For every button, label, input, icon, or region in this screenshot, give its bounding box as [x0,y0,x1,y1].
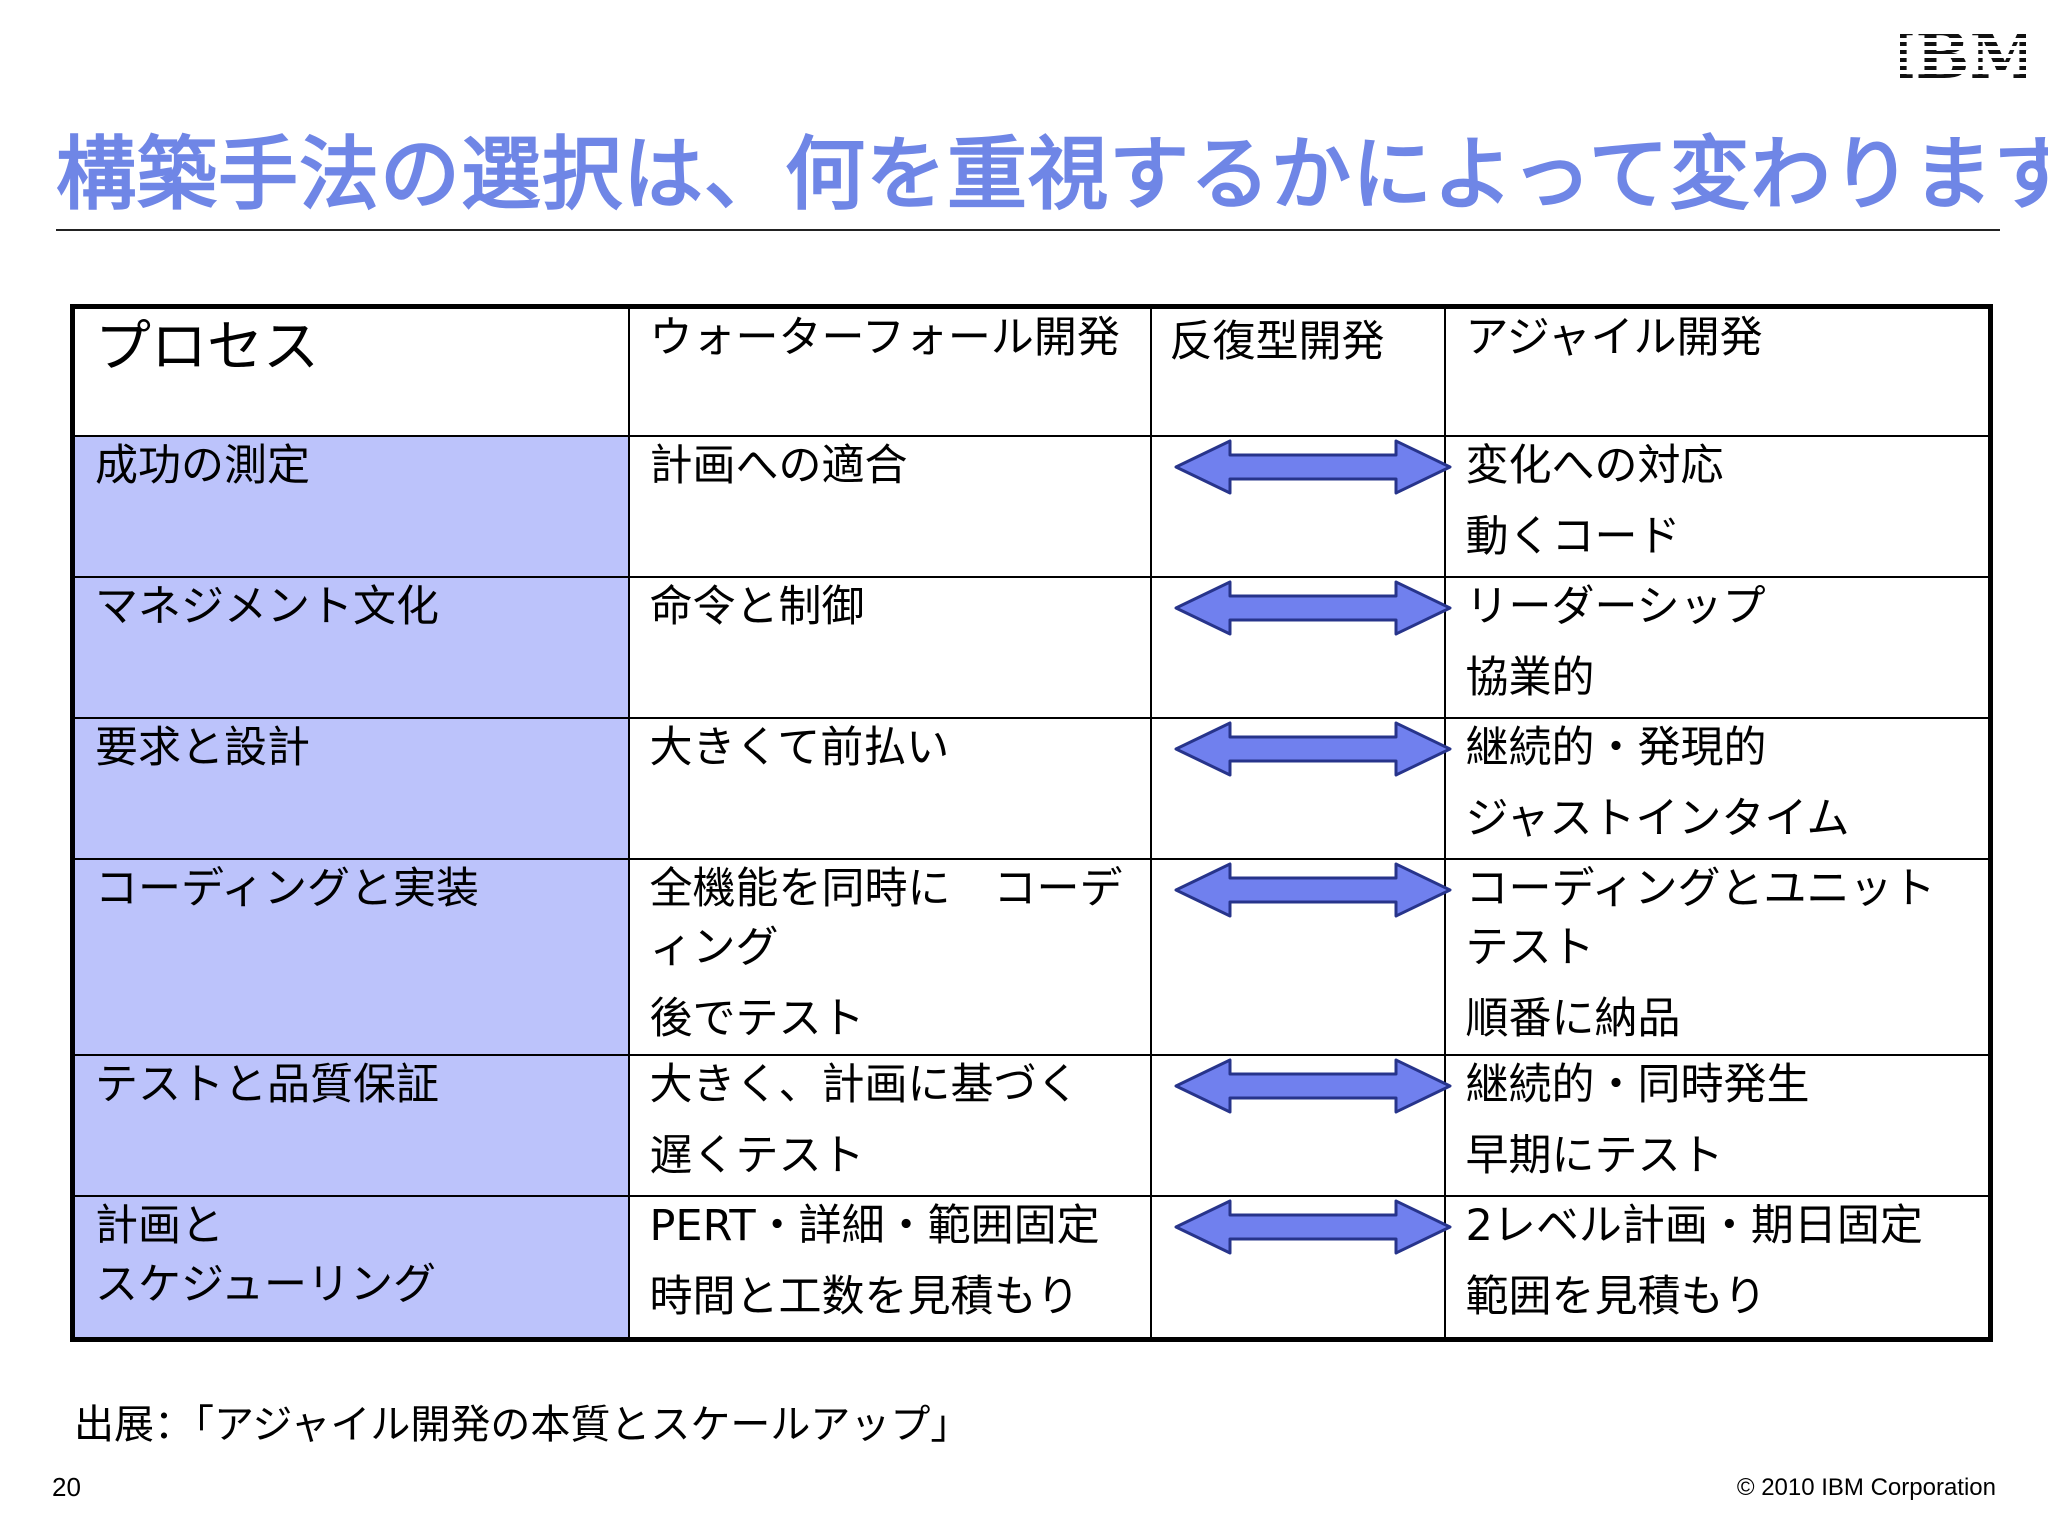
arrow-cell [1149,1194,1451,1341]
row-label-line: 成功の測定 [95,440,310,491]
agile-cell-line: コーディングとユニットテスト [1465,863,1936,973]
row-label-line: 計画と [95,1200,224,1251]
header-agile: アジャイル開発 [1443,305,1992,437]
agile-cell-line: 範囲を見積もり [1465,1271,1767,1322]
row-label-line: スケジューリング [95,1259,436,1310]
copyright: © 2010 IBM Corporation [1736,1474,1996,1501]
waterfall-cell-line: PERT・詳細・範囲固定 [649,1200,1100,1251]
table-row: コーディングと実装 全機能を同時に コーディング後でテスト コーディングとユニットテ… [71,857,1992,1056]
agile-cell-line: 順番に納品 [1465,994,1681,1045]
title-divider [56,229,2000,231]
waterfall-cell-line: 時間と工数を見積もり [649,1271,1080,1322]
ibm-logo: IBM [1900,26,2026,82]
table-row: 要求と設計 大きくて前払い 継続的・発現的ジャストインタイム [71,716,1992,860]
double-headed-arrow-icon [1172,1056,1451,1116]
waterfall-cell-line: 命令と制御 [649,581,865,632]
arrow-cell [1149,434,1451,578]
page-number: 20 [52,1472,81,1502]
table-row: 成功の測定 計画への適合 変化への対応動くコード [71,434,1992,578]
header-process: プロセス [71,305,630,437]
agile-cell: 継続的・発現的ジャストインタイム [1443,716,1992,860]
double-headed-arrow-icon [1172,860,1451,920]
row-label-line: マネジメント文化 [95,581,439,632]
row-label-line: コーディングと実装 [95,863,479,914]
waterfall-cell: 大きく、計画に基づく遅くテスト [627,1053,1152,1197]
header-iterative: 反復型開発 [1149,305,1446,437]
agile-cell-line: 継続的・同時発生 [1465,1059,1810,1110]
source-citation: 出展：「アジャイル開発の本質とスケールアップ」 [74,1402,971,1448]
agile-cell-line: 変化への対応 [1465,440,1724,491]
double-headed-arrow-icon [1172,719,1451,779]
arrow-cell [1149,857,1451,1056]
waterfall-cell: 計画への適合 [627,434,1152,578]
row-label: コーディングと実装 [71,857,630,1056]
row-label-line: テストと品質保証 [95,1059,439,1110]
row-label: 要求と設計 [71,716,630,860]
waterfall-cell-line: 後でテスト [649,994,865,1045]
agile-cell: 変化への対応動くコード [1443,434,1992,578]
header-waterfall: ウォーターフォール開発 [627,305,1152,437]
agile-cell: コーディングとユニットテスト順番に納品 [1443,857,1992,1056]
agile-cell-line: 動くコード [1465,511,1681,562]
agile-cell: リーダーシップ協業的 [1443,575,1992,719]
table-row: テストと品質保証 大きく、計画に基づく遅くテスト 継続的・同時発生早期にテスト [71,1053,1992,1197]
waterfall-cell-line: 計画への適合 [649,440,908,491]
agile-cell-line: リーダーシップ [1465,581,1766,632]
waterfall-cell: 全機能を同時に コーディング後でテスト [627,857,1152,1056]
waterfall-cell: PERT・詳細・範囲固定時間と工数を見積もり [627,1194,1152,1341]
row-label-line: 要求と設計 [95,722,310,773]
double-headed-arrow-icon [1172,1197,1451,1257]
page-title: 構築手法の選択は、何を重視するかによって変わります。 [56,128,2048,221]
waterfall-cell: 命令と制御 [627,575,1152,719]
waterfall-cell-line: 大きく、計画に基づく [649,1059,1080,1110]
row-label: テストと品質保証 [71,1053,630,1197]
agile-cell-line: 2レベル計画・期日固定 [1465,1200,1923,1251]
arrow-cell [1149,575,1451,719]
row-label: 計画とスケジューリング [71,1194,630,1341]
agile-cell-line: 継続的・発現的 [1465,722,1767,773]
table-row: マネジメント文化 命令と制御 リーダーシップ協業的 [71,575,1992,719]
agile-cell-line: 協業的 [1465,652,1595,703]
waterfall-cell-line: 全機能を同時に コーディング [649,863,1123,973]
double-headed-arrow-icon [1172,578,1451,638]
row-label: マネジメント文化 [71,575,630,719]
row-label: 成功の測定 [71,434,630,578]
ibm-logo-text: IBM [1900,26,2026,82]
waterfall-cell-line: 大きくて前払い [649,722,950,773]
comparison-table: プロセス ウォーターフォール開発 反復型開発 アジャイル開発 成功の測定 計画への… [70,304,1993,1342]
waterfall-cell-line: 遅くテスト [649,1130,865,1181]
arrow-cell [1149,716,1451,860]
double-headed-arrow-icon [1172,437,1451,497]
agile-cell-line: ジャストインタイム [1465,793,1850,844]
waterfall-cell: 大きくて前払い [627,716,1152,860]
agile-cell: 継続的・同時発生早期にテスト [1443,1053,1992,1197]
arrow-cell [1149,1053,1451,1197]
agile-cell-line: 早期にテスト [1465,1130,1724,1181]
header-row: プロセス ウォーターフォール開発 反復型開発 アジャイル開発 [71,305,1992,437]
agile-cell: 2レベル計画・期日固定範囲を見積もり [1443,1194,1992,1341]
